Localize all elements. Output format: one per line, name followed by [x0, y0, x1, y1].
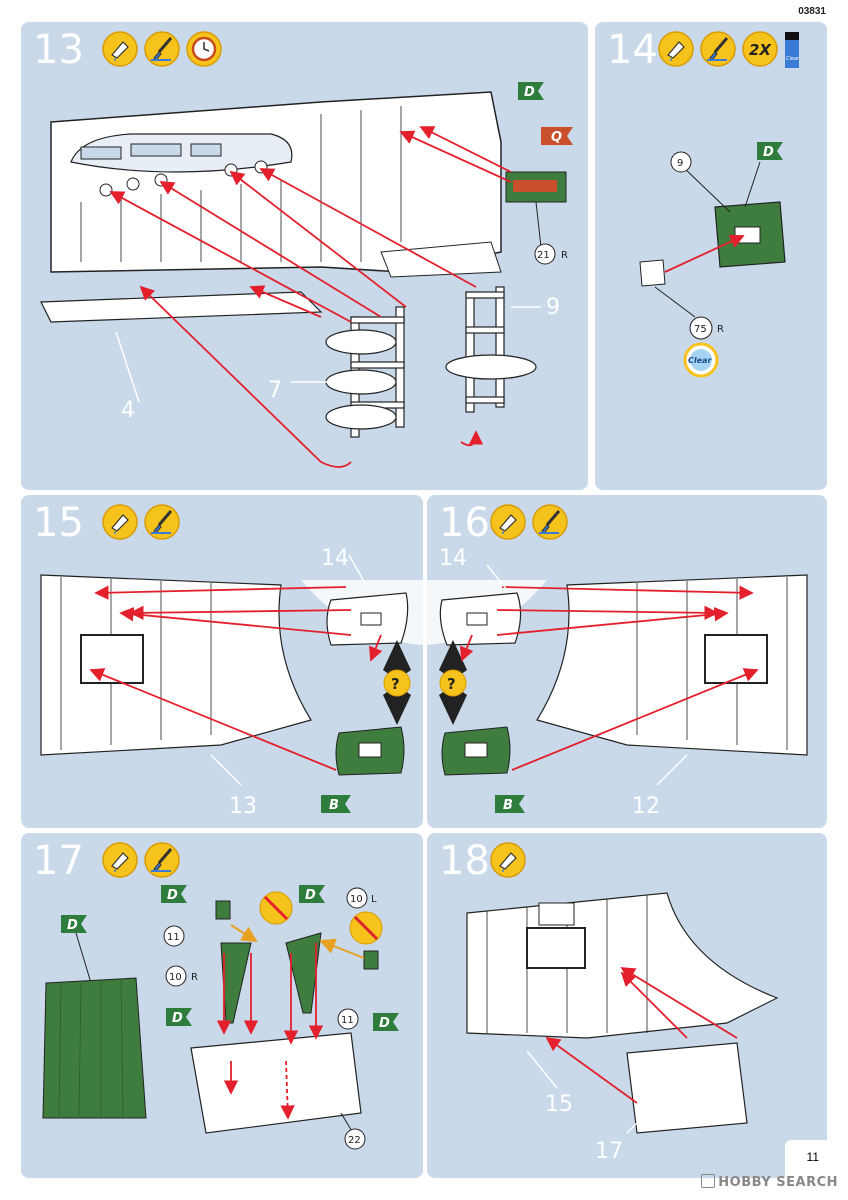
step-number: 13 [33, 27, 84, 73]
step-16-illustration: ? B 14 12 [427, 546, 808, 819]
color-code-b: B [503, 798, 513, 813]
part-ref-11a: 11 [167, 932, 180, 943]
step-number: 18 [439, 838, 490, 884]
part-label-15: 15 [545, 1092, 573, 1117]
paint-jar-icon: Clear [785, 32, 800, 68]
clear-badge: Clear [688, 356, 712, 365]
step-17-panel: 17 D D D D D [21, 833, 423, 1178]
part-label-14: 14 [321, 546, 349, 571]
part-ref-10b-side: L [371, 894, 377, 905]
part-ref-75-side: R [717, 324, 724, 335]
multiplier-label: 2X [749, 41, 772, 59]
step-number: 15 [33, 500, 84, 546]
part-ref-21-side: R [561, 250, 568, 261]
part-ref-10a: 10 [169, 972, 182, 983]
part-ref-11b: 11 [341, 1015, 354, 1026]
step-number: 16 [439, 500, 490, 546]
step-number: 14 [607, 27, 658, 73]
color-code-b: B [329, 798, 339, 813]
part-ref-10b: 10 [350, 894, 363, 905]
part-ref-75: 75 [694, 324, 707, 335]
question-icon: ? [391, 675, 400, 693]
part-label-12: 12 [632, 794, 660, 819]
part-label-4: 4 [121, 398, 135, 423]
step-13-illustration: D Q 4 7 9 21 R [40, 82, 573, 468]
step-15-illustration: ? B 14 13 [40, 546, 423, 819]
color-code-d: D [524, 85, 535, 100]
page-number: 11 [806, 1150, 819, 1164]
watermark: HOBBY SEARCH [701, 1174, 838, 1190]
color-code-q: Q [551, 130, 562, 145]
question-icon: ? [447, 675, 456, 693]
page-number-box: 11 [785, 1140, 827, 1178]
part-label-7: 7 [268, 378, 282, 403]
step-16-panel: 16 ? B 14 12 [427, 495, 827, 828]
step-15-panel: 15 ? B 14 13 [21, 495, 423, 828]
no-glue-icon [259, 891, 293, 925]
color-code-d3: D [305, 888, 316, 903]
multiplier-badge: 2X [742, 31, 778, 67]
color-code-d: D [763, 145, 774, 160]
part-ref-21: 21 [537, 250, 550, 261]
step-17-illustration: D D D D D [42, 885, 399, 1150]
step-18-illustration: 15 17 [466, 892, 779, 1164]
color-code-d4: D [172, 1011, 183, 1026]
step-14-illustration: D 9 75 R Clear [639, 142, 786, 378]
part-ref-22: 22 [348, 1135, 361, 1146]
catalog-number: 03831 [798, 6, 826, 17]
part-ref-9: 9 [677, 158, 683, 169]
watermark-logo-icon [701, 1174, 716, 1188]
color-code-d2: D [167, 888, 178, 903]
part-label-13: 13 [229, 794, 257, 819]
watermark-text: HOBBY SEARCH [718, 1175, 838, 1190]
part-label-17: 17 [595, 1139, 623, 1164]
paint-jar-label: Clear [786, 56, 800, 62]
step-14-panel: 14 2X Clear D 9 75 R Clear [595, 22, 827, 490]
step-13-panel: 13 [21, 22, 588, 490]
part-ref-10a-side: R [191, 972, 198, 983]
color-code-d5: D [379, 1016, 390, 1031]
part-label-9: 9 [546, 295, 560, 320]
step-18-panel: 18 15 17 11 [427, 833, 827, 1178]
part-label-14: 14 [439, 546, 467, 571]
step-number: 17 [33, 838, 84, 884]
no-glue-icon [349, 911, 383, 945]
color-code-d1: D [67, 918, 78, 933]
